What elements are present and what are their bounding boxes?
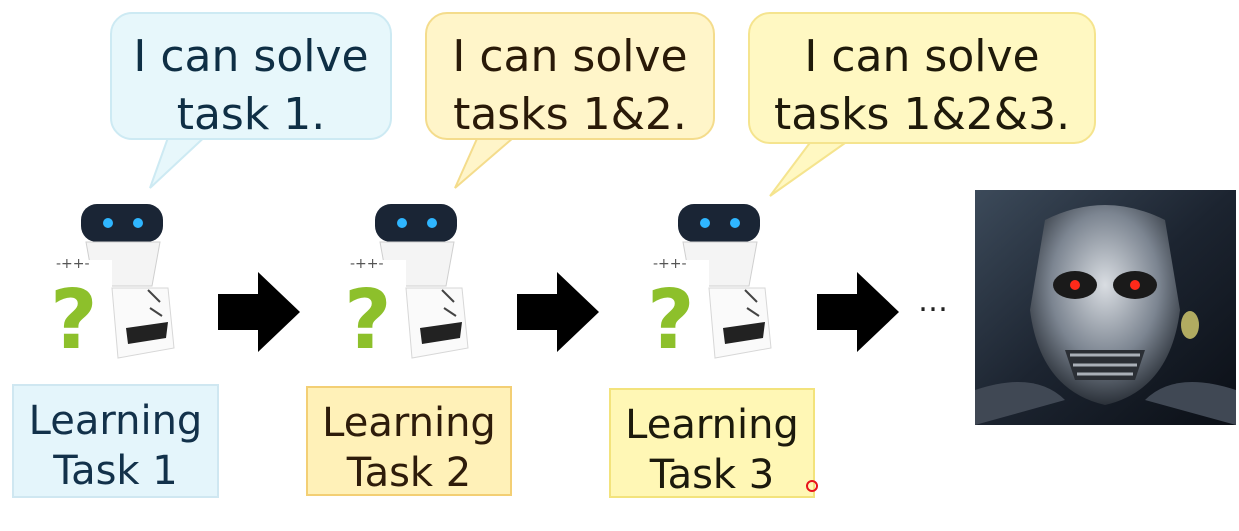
task-1-line2: Task 1	[53, 448, 178, 494]
speech-bubble-2: I can solve tasks 1&2.	[425, 12, 715, 140]
terminator-robot-image	[975, 190, 1236, 425]
right-arrow-icon	[817, 272, 899, 352]
right-arrow-icon	[218, 272, 300, 352]
bubble-tail-3	[769, 135, 859, 197]
task-1-line1: Learning	[28, 398, 203, 444]
question-mark-1: ?	[50, 273, 98, 368]
bubble-2-line2: tasks 1&2.	[453, 89, 687, 140]
bubble-1-line2: task 1.	[176, 89, 326, 140]
speech-bubble-3: I can solve tasks 1&2&3.	[748, 12, 1096, 144]
continuation-ellipsis: …	[918, 284, 948, 319]
bubble-3-line2: tasks 1&2&3.	[773, 89, 1071, 140]
task-3-line1: Learning	[625, 402, 799, 448]
bubble-3-line1: I can solve	[804, 31, 1040, 82]
right-arrow-icon	[517, 272, 599, 352]
robot-tag-3: -++-	[653, 256, 687, 272]
pointer-dot-icon	[806, 480, 818, 492]
learning-task-2: Learning Task 2	[306, 386, 512, 496]
robot-icon: -++- ?	[647, 204, 772, 376]
robot-icon: -++- ?	[50, 204, 175, 376]
robot-icon: -++- ?	[344, 204, 469, 376]
question-mark-3: ?	[647, 273, 695, 368]
robot-tag-2: -++-	[350, 256, 384, 272]
bubble-2-line1: I can solve	[452, 31, 688, 82]
task-3-line2: Task 3	[649, 452, 775, 498]
task-2-line2: Task 2	[346, 450, 472, 496]
learning-task-3: Learning Task 3	[609, 388, 815, 498]
bubble-1-line1: I can solve	[133, 31, 369, 82]
task-2-line1: Learning	[322, 400, 496, 446]
question-mark-2: ?	[344, 273, 392, 368]
speech-bubble-1: I can solve task 1.	[110, 12, 392, 140]
robot-tag-1: -++-	[56, 256, 90, 272]
learning-task-1: Learning Task 1	[12, 384, 219, 498]
